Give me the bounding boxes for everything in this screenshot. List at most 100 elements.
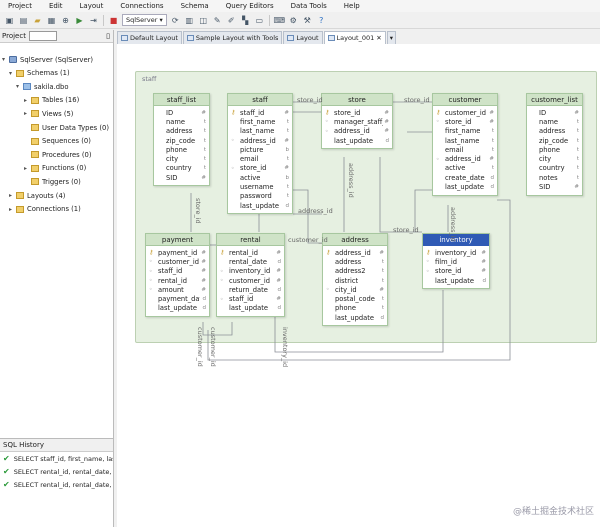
table-header[interactable]: inventory [423,234,489,246]
tree-item[interactable]: ▸Layouts (4) [9,189,65,202]
folder-icon[interactable]: ▰ [34,15,41,25]
expand-toggle-icon[interactable]: ▾ [2,56,6,63]
history-item[interactable]: ✔SELECT rental_id, rental_date, in [0,478,113,491]
table-field[interactable]: ◦staff_id# [217,294,284,303]
table-field[interactable]: ID# [527,108,582,117]
table-field[interactable]: ID# [154,108,209,117]
tree-item[interactable]: Procedures (0) [24,148,91,161]
tree-item[interactable]: User Data Types (0) [24,121,109,134]
table-field[interactable]: ⚷rental_id# [217,248,284,257]
tree-item[interactable]: Triggers (0) [24,175,81,188]
table-field[interactable]: ◦store_id# [423,267,489,276]
history-item[interactable]: ✔SELECT staff_id, first_name, last_ [0,452,113,465]
tree-item[interactable]: ▾sakila.dbo [16,80,69,93]
connection-select[interactable]: SqlServer ▾ [122,14,167,26]
table-field[interactable]: SID# [527,182,582,191]
table-field[interactable]: ⚷staff_id# [228,108,292,117]
table-header[interactable]: customer_list [527,94,582,106]
table-icon[interactable]: ▥ [185,15,193,25]
chart-icon[interactable]: ▚ [242,15,249,25]
wrench-icon[interactable]: ✎ [213,15,221,25]
tree-item[interactable]: ▾Schemas (1) [9,67,70,80]
menu-layout[interactable]: Layout [79,2,104,10]
zoom-icon[interactable]: ⊕ [62,15,69,25]
tab-layout[interactable]: Layout [283,31,323,44]
expand-toggle-icon[interactable]: ▸ [9,205,13,213]
tab-sample-layout[interactable]: Sample Layout with Tools [182,31,283,44]
table-header[interactable]: address [323,234,387,246]
table-field[interactable]: ◦address_id# [228,136,292,145]
table-field[interactable]: ◦manager_staff_id# [322,117,392,126]
comment-icon[interactable]: ▭ [255,15,263,25]
tools-icon[interactable]: ⚒ [303,15,311,25]
expand-toggle-icon[interactable]: ▸ [24,110,28,118]
tab-default-layout[interactable]: Default Layout [117,31,182,44]
expand-toggle-icon[interactable]: ▸ [9,192,13,199]
table-header[interactable]: staff [228,94,292,106]
expand-toggle-icon[interactable]: ▾ [9,69,13,77]
menu-data-tools[interactable]: Data Tools [290,2,327,10]
play-icon[interactable]: ▶ [76,15,83,25]
table-field[interactable]: ◦store_id# [433,117,497,126]
table-header[interactable]: store [322,94,392,106]
table-field[interactable]: ◦film_id# [423,257,489,266]
table-field[interactable]: ◦address_id# [433,154,497,163]
table-store[interactable]: store ⚷store_id#◦manager_staff_id#◦addres… [321,93,393,150]
table-field[interactable]: ◦inventory_id# [217,267,284,276]
menu-query-editors[interactable]: Query Editors [225,2,274,10]
project-filter-input[interactable] [28,31,57,41]
menu-edit[interactable]: Edit [48,2,63,10]
close-tab-icon[interactable]: ✕ [376,34,382,42]
table-field[interactable]: ⚷store_id# [322,108,392,117]
tree-item[interactable]: ▸Connections (1) [9,203,81,216]
tree-item[interactable]: ▾SqlServer (SqlServer) [2,53,93,66]
table-field[interactable]: ◦address_id# [322,127,392,136]
menu-schema[interactable]: Schema [180,2,209,10]
expand-toggle-icon[interactable]: ▸ [24,164,28,172]
table-payment[interactable]: payment⚷payment_id#◦customer_id#◦staff_i… [145,233,210,318]
expand-toggle-icon[interactable]: ▸ [24,96,28,104]
table-field[interactable]: ◦customer_id# [217,276,284,285]
table-field[interactable]: ⚷address_id# [323,248,387,257]
arrow-icon[interactable]: ⇥ [90,15,97,25]
terminal-icon[interactable]: ⌨ [273,15,285,25]
table-header[interactable]: payment [146,234,209,246]
table-header[interactable]: rental [217,234,284,246]
table-header[interactable]: staff_list [154,94,209,106]
menu-project[interactable]: Project [8,2,32,10]
table-header[interactable]: customer [433,94,497,106]
grid-icon[interactable]: ▦ [47,15,56,25]
database-icon[interactable]: ◫ [199,15,207,25]
tree-item[interactable]: ▸Views (5) [24,107,73,120]
